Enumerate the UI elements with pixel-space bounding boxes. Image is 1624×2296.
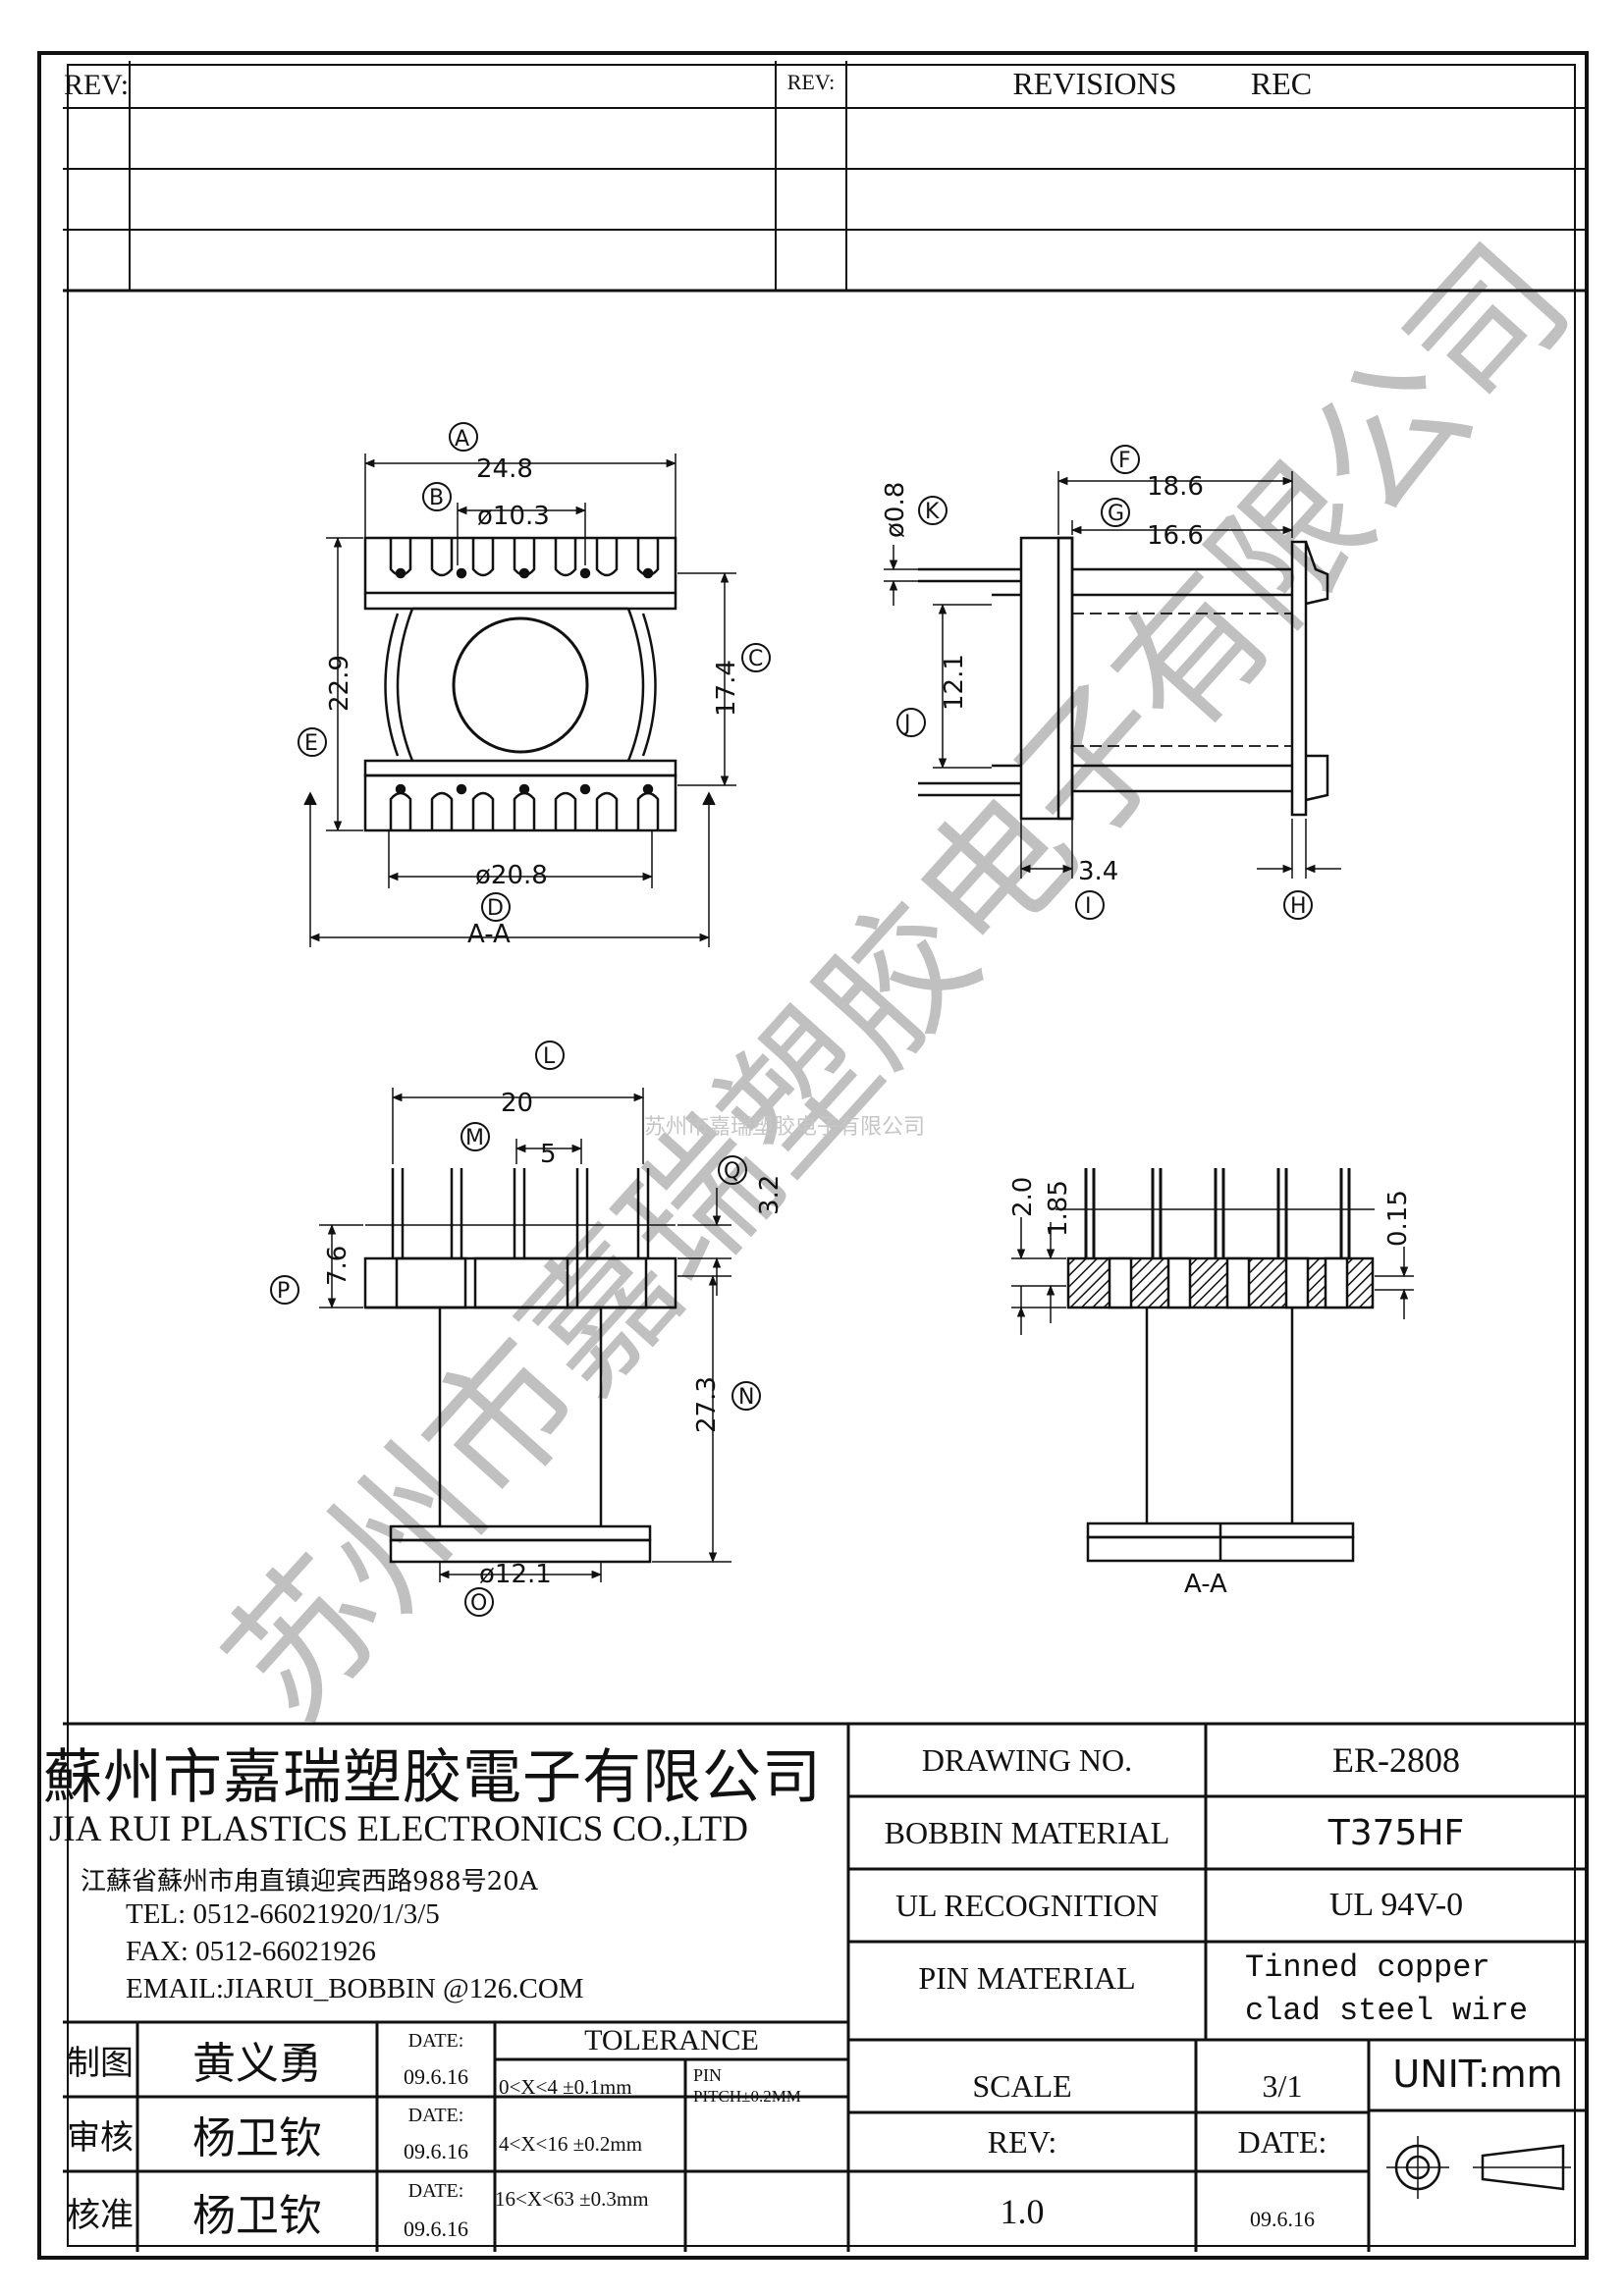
tolerance-row-2: 4<X<16 ±0.2mm bbox=[499, 2132, 643, 2156]
tolerance-row-1: 0<X<4 ±0.1mm bbox=[499, 2075, 632, 2099]
checked-by-name: 杨卫钦 bbox=[192, 2113, 322, 2163]
dim-2-0-text: 2.0 bbox=[1008, 1177, 1038, 1217]
dim-C-text: 17.4 bbox=[712, 660, 741, 717]
date-value: 09.6.16 bbox=[1250, 2207, 1315, 2231]
pin-pitch: PITCH±0.2MM bbox=[693, 2087, 801, 2106]
section-label-top: A-A bbox=[467, 920, 511, 949]
callout-K: K bbox=[925, 500, 940, 524]
drawn-by-label: 制图 bbox=[67, 2043, 134, 2083]
drawn-by-name: 黄义勇 bbox=[192, 2039, 322, 2089]
dim-N-text: 27.3 bbox=[692, 1376, 722, 1433]
company-name-en: JIA RUI PLASTICS ELECTRONICS CO.,LTD bbox=[49, 1809, 748, 1849]
top-view-labels: 24.8 A ø10.3 B 17.4 C 22.9 E ø20.8 D A-A bbox=[298, 422, 771, 949]
dim-O-text: ø12.1 bbox=[479, 1560, 552, 1589]
company-email: EMAIL:JIARUI_BOBBIN @126.COM bbox=[126, 1973, 584, 2004]
callout-Q: Q bbox=[724, 1159, 740, 1184]
dim-Q-text: 3.2 bbox=[755, 1175, 785, 1215]
watermark-large: 苏州市嘉瑞塑胶电子有限公司 bbox=[193, 215, 1601, 1752]
callout-N: N bbox=[738, 1385, 754, 1410]
callout-O: O bbox=[470, 1591, 487, 1616]
date-label: DATE: bbox=[1237, 2123, 1327, 2160]
unit-label: UNIT:mm bbox=[1392, 2053, 1563, 2096]
approved-date: 09.6.16 bbox=[404, 2216, 468, 2241]
dim-I-text: 3.4 bbox=[1078, 857, 1118, 886]
projection-symbol-icon bbox=[1386, 2136, 1571, 2199]
checked-date-label: DATE: bbox=[407, 2104, 464, 2126]
approved-by-label: 核准 bbox=[67, 2195, 134, 2235]
front-view-labels: L 20 M 5 Q 3.2 P 7.6 27.3 N ø12.1 O bbox=[270, 1041, 785, 1617]
callout-J: J bbox=[902, 712, 911, 736]
tolerance-header: TOLERANCE bbox=[584, 2024, 759, 2056]
company-fax: FAX: 0512-66021926 bbox=[126, 1936, 376, 1967]
callout-L: L bbox=[543, 1044, 556, 1069]
rec-header: REC bbox=[1250, 65, 1313, 101]
pin-label: PIN bbox=[693, 2065, 723, 2085]
dim-1-85-text: 1.85 bbox=[1044, 1180, 1073, 1237]
drawn-date-label: DATE: bbox=[407, 2029, 464, 2052]
dim-P-text: 7.6 bbox=[323, 1246, 352, 1286]
callout-M: M bbox=[465, 1126, 484, 1150]
callout-C: C bbox=[748, 647, 763, 671]
ul-recognition-label: UL RECOGNITION bbox=[894, 1887, 1160, 1923]
callout-F: F bbox=[1118, 449, 1131, 473]
dim-D-text: ø20.8 bbox=[475, 861, 548, 890]
company-address: 江蘇省蘇州市甪直镇迎宾西路988号20A bbox=[81, 1867, 538, 1896]
watermark-small: 苏州市嘉瑞塑胶电子有限公司 bbox=[644, 1115, 925, 1140]
dim-K-text: ø0.8 bbox=[881, 482, 910, 538]
checked-by-label: 审核 bbox=[67, 2117, 134, 2158]
company-name-cn: 蘇州市嘉瑞塑胶電子有限公司 bbox=[43, 1743, 822, 1812]
ul-recognition-value: UL 94V-0 bbox=[1328, 1887, 1464, 1923]
tolerance-row-3: 16<X<63 ±0.3mm bbox=[495, 2187, 649, 2211]
pin-material-value-line1: Tinned copper bbox=[1245, 1949, 1490, 1986]
svg-text:苏州市嘉瑞塑胶电子有限公司: 苏州市嘉瑞塑胶电子有限公司 bbox=[193, 215, 1601, 1752]
section-view bbox=[1011, 1168, 1414, 1563]
top-view bbox=[303, 454, 736, 947]
front-view bbox=[319, 1088, 731, 1582]
dim-A-text: 24.8 bbox=[476, 454, 533, 484]
section-view-labels: 2.0 1.85 0.15 A-A bbox=[1008, 1177, 1413, 1599]
drawing-border bbox=[67, 64, 1576, 2247]
rev-label-right: REV: bbox=[786, 70, 836, 94]
company-tel: TEL: 0512-66021920/1/3/5 bbox=[126, 1898, 440, 1930]
side-view-labels: F 18.6 G 16.6 ø0.8 K 12.1 J 3.4 I H bbox=[881, 445, 1313, 920]
approved-date-label: DATE: bbox=[407, 2179, 464, 2202]
section-label-right: A-A bbox=[1184, 1570, 1227, 1599]
scale-value: 3/1 bbox=[1262, 2067, 1303, 2104]
callout-E: E bbox=[304, 731, 318, 756]
revisions-header: REVISIONS bbox=[1012, 65, 1177, 101]
callout-G: G bbox=[1108, 502, 1124, 526]
callout-P: P bbox=[277, 1279, 290, 1304]
checked-date: 09.6.16 bbox=[404, 2139, 468, 2163]
dim-M-text: 5 bbox=[540, 1140, 557, 1169]
drawing-no-label: DRAWING NO. bbox=[921, 1741, 1133, 1778]
scale-label: SCALE bbox=[972, 2067, 1072, 2104]
bobbin-material-label: BOBBIN MATERIAL bbox=[884, 1814, 1170, 1850]
dim-E-text: 22.9 bbox=[325, 655, 354, 712]
dim-B-text: ø10.3 bbox=[477, 502, 550, 531]
pin-material-label: PIN MATERIAL bbox=[918, 1959, 1136, 1996]
callout-A: A bbox=[455, 427, 469, 452]
callout-D: D bbox=[487, 896, 504, 921]
dim-L-text: 20 bbox=[501, 1089, 533, 1118]
callout-B: B bbox=[429, 486, 444, 510]
bobbin-material-value: T375HF bbox=[1327, 1812, 1465, 1853]
approved-by-name: 杨卫钦 bbox=[192, 2191, 322, 2241]
revision-table-grid bbox=[63, 61, 1587, 293]
pin-material-value-line2: clad steel wire bbox=[1245, 1993, 1529, 2029]
dim-F-text: 18.6 bbox=[1147, 472, 1204, 502]
side-view bbox=[884, 471, 1341, 879]
drawing-no-value: ER-2808 bbox=[1332, 1740, 1460, 1780]
rev-label: REV: bbox=[987, 2123, 1057, 2160]
title-block-grid bbox=[63, 1722, 1587, 2252]
drawn-date: 09.6.16 bbox=[404, 2064, 468, 2089]
dim-0-15-text: 0.15 bbox=[1383, 1190, 1413, 1247]
callout-H: H bbox=[1290, 894, 1307, 919]
rev-value: 1.0 bbox=[1000, 2192, 1045, 2231]
rev-label-left: REV: bbox=[63, 69, 130, 101]
dim-J-text: 12.1 bbox=[940, 654, 969, 711]
dim-G-text: 16.6 bbox=[1147, 521, 1204, 551]
drawing-frame bbox=[37, 51, 1589, 2260]
callout-I: I bbox=[1085, 894, 1092, 919]
